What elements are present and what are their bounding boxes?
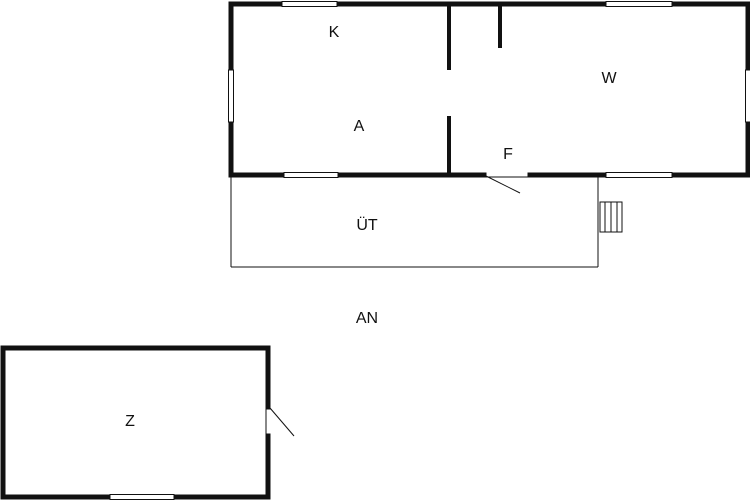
room-label-k: K [329,24,340,41]
room-label-f: F [503,146,513,163]
entrance-door [484,175,530,194]
interior-walls [447,2,502,177]
windows [228,1,750,178]
room-label-w: W [601,70,617,87]
outbuilding [0,345,271,500]
window-top-k [281,1,338,7]
window-top-w [605,1,673,7]
window-bottom-w [605,172,673,178]
main-house [228,1,750,178]
room-label-an: AN [356,310,378,327]
room-label-z: Z [125,413,135,430]
room-label-ut: ÜT [356,216,378,234]
terrace [230,177,599,268]
steps [599,201,623,233]
window-bottom-a [283,172,339,178]
window-right-w [745,69,750,123]
door-leaf [485,175,521,194]
outbuilding-window-bottom [109,494,175,500]
window-left-a [228,69,234,123]
room-label-a: A [354,118,365,135]
outbuilding-door-leaf [269,407,295,437]
